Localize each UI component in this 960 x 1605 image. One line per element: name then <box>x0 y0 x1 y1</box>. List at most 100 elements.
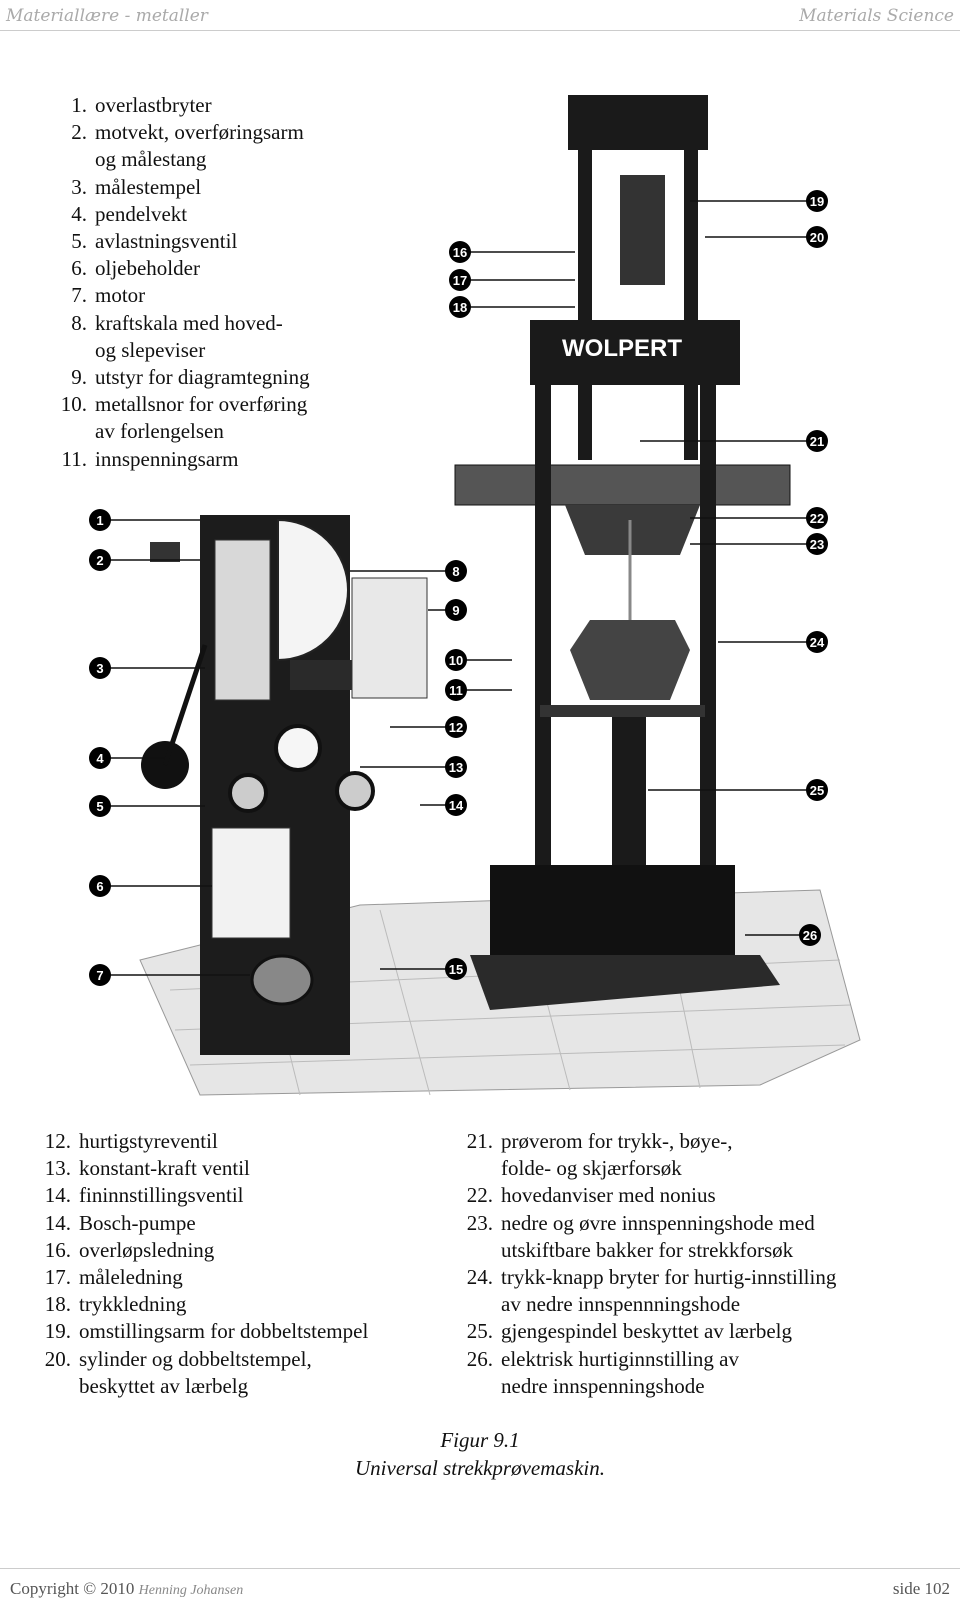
callout-marker <box>445 679 467 701</box>
part-item: 6.oljebeholder <box>55 255 310 282</box>
part-item: 12.hurtigstyreventil <box>33 1128 368 1155</box>
callout-marker <box>806 226 828 248</box>
part-label: innspenningsarm <box>95 446 239 471</box>
callout-number: 22 <box>810 511 824 526</box>
callout-number: 16 <box>453 245 467 260</box>
part-item: 19. omstillingsarm for dobbeltstempel <box>33 1318 369 1345</box>
part-number: 9. <box>71 365 87 390</box>
callout-number: 2 <box>96 553 103 568</box>
callout-group: 1234567891011121314151617181920212223242… <box>89 190 828 986</box>
part-number: 8. <box>71 310 87 335</box>
callout-marker <box>449 296 471 318</box>
part-number: 5. <box>71 229 87 254</box>
callout-marker <box>89 509 111 531</box>
part-item: 17. måleledning <box>33 1264 368 1291</box>
callout-marker <box>89 657 111 679</box>
part-number: 6. <box>71 256 87 281</box>
part-label: sylinder og dobbeltstempel, beskyttet av… <box>79 1346 312 1398</box>
part-number: 14. <box>44 1183 71 1208</box>
callout-number: 23 <box>810 537 824 552</box>
callout-number: 25 <box>810 783 824 798</box>
callout-marker <box>445 756 467 778</box>
callout-marker <box>806 430 828 452</box>
part-label: prøverom for trykk-, bøye-, folde- og sk… <box>501 1129 733 1181</box>
part-label: nedre og øvre innspenningshode med utski… <box>501 1210 815 1262</box>
part-label: overlastbryter <box>95 93 212 117</box>
copyright-text: Copyright © 2010 <box>10 1579 135 1598</box>
part-number: 19. <box>44 1319 71 1344</box>
callout-marker <box>445 794 467 816</box>
part-item: 10.metallsnor for overføring av forlenge… <box>55 391 310 445</box>
callout-marker <box>806 507 828 529</box>
callout-number: 11 <box>449 683 463 698</box>
part-item: 7.motor <box>55 282 310 309</box>
callout-marker <box>799 924 821 946</box>
part-number: 18. <box>44 1292 71 1317</box>
part-item: 16.overløpsledning <box>33 1237 368 1264</box>
part-item: 4.pendelvekt <box>55 201 310 228</box>
part-number: 16. <box>44 1237 71 1262</box>
callout-number: 15 <box>449 962 463 977</box>
part-number: 4. <box>71 201 87 226</box>
callout-number: 12 <box>449 720 463 735</box>
part-number: 23. <box>466 1210 493 1235</box>
callout-number: 13 <box>449 760 463 775</box>
callout-number: 24 <box>810 635 825 650</box>
part-item: 23. nedre og øvre innspenningshode med ut… <box>455 1210 836 1264</box>
part-item: 3. målestempel <box>55 174 310 201</box>
page-number: side 102 <box>892 1579 950 1598</box>
callout-number: 14 <box>449 798 464 813</box>
part-label: metallsnor for overføring av forlengelse… <box>95 392 308 444</box>
callout-marker <box>89 875 111 897</box>
figure-caption-title: Universal strekkprøvemaskin. <box>355 1456 605 1480</box>
part-item: 24.trykk-knapp bryter for hurtig-innstil… <box>455 1264 837 1318</box>
callout-number: 7 <box>96 968 103 983</box>
part-item: 25.gjengespindel beskyttet av lærbelg <box>455 1318 836 1345</box>
brand-label: WOLPERT <box>562 335 682 362</box>
part-label: hurtigstyreventil <box>79 1129 218 1153</box>
part-label: målestempel <box>95 174 202 199</box>
part-item: 22. hovedanviser med nonius <box>455 1182 836 1209</box>
part-label: måleledning <box>79 1265 183 1290</box>
part-label: avlastningsventil <box>95 229 238 254</box>
part-label: omstillingsarm for dobbeltstempel <box>79 1319 369 1344</box>
part-label: utstyr for diagramtegning <box>95 365 310 390</box>
callout-number: 21 <box>810 434 824 449</box>
part-number: 2. <box>71 120 87 145</box>
callout-number: 26 <box>803 928 817 943</box>
testing-frame <box>454 95 791 1010</box>
callout-number: 5 <box>96 799 103 814</box>
part-number: 13. <box>44 1156 71 1181</box>
part-label: hovedanviser med nonius <box>501 1183 716 1208</box>
callout-marker <box>449 269 471 291</box>
parts-list-right: 21.prøverom for trykk-, bøye-, folde- og… <box>455 1128 837 1400</box>
callout-marker <box>89 964 111 986</box>
part-item: 26.elektrisk hurtiginnstilling av nedre … <box>455 1346 836 1400</box>
part-number: 11. <box>61 446 87 471</box>
callout-number: 10 <box>449 653 463 668</box>
callout-marker <box>445 958 467 980</box>
part-label: gjengespindel beskyttet av lærbelg <box>501 1319 793 1344</box>
figure-caption-number: Figur 9.1 <box>440 1428 520 1452</box>
part-item: 14.fininnstillingsventil <box>33 1182 368 1209</box>
callout-marker <box>89 795 111 817</box>
author-signature: Henning Johansen <box>138 1583 244 1598</box>
part-item: 20.sylinder og dobbeltstempel, beskyttet… <box>33 1346 368 1400</box>
part-item: 18.trykkledning <box>33 1291 368 1318</box>
part-item: 21.prøverom for trykk-, bøye-, folde- og… <box>455 1128 836 1182</box>
part-label: kraftskala med hoved- og slepeviser <box>95 310 283 362</box>
callout-number: 18 <box>453 300 467 315</box>
callout-number: 3 <box>96 661 103 676</box>
callout-marker <box>445 649 467 671</box>
part-number: 22. <box>466 1183 493 1208</box>
machine-illustration: WOLPERT 12345678910111213141516171819202… <box>89 95 861 1096</box>
callout-marker <box>445 599 467 621</box>
footer-copyright: Copyright © 2010 Henning Johansen <box>10 1579 243 1599</box>
callout-marker <box>806 190 828 212</box>
part-number: 3. <box>71 174 87 199</box>
callout-marker <box>806 631 828 653</box>
part-number: 24. <box>466 1265 493 1290</box>
part-number: 17. <box>44 1265 71 1290</box>
header-left: Materiallære - metaller <box>6 6 208 26</box>
